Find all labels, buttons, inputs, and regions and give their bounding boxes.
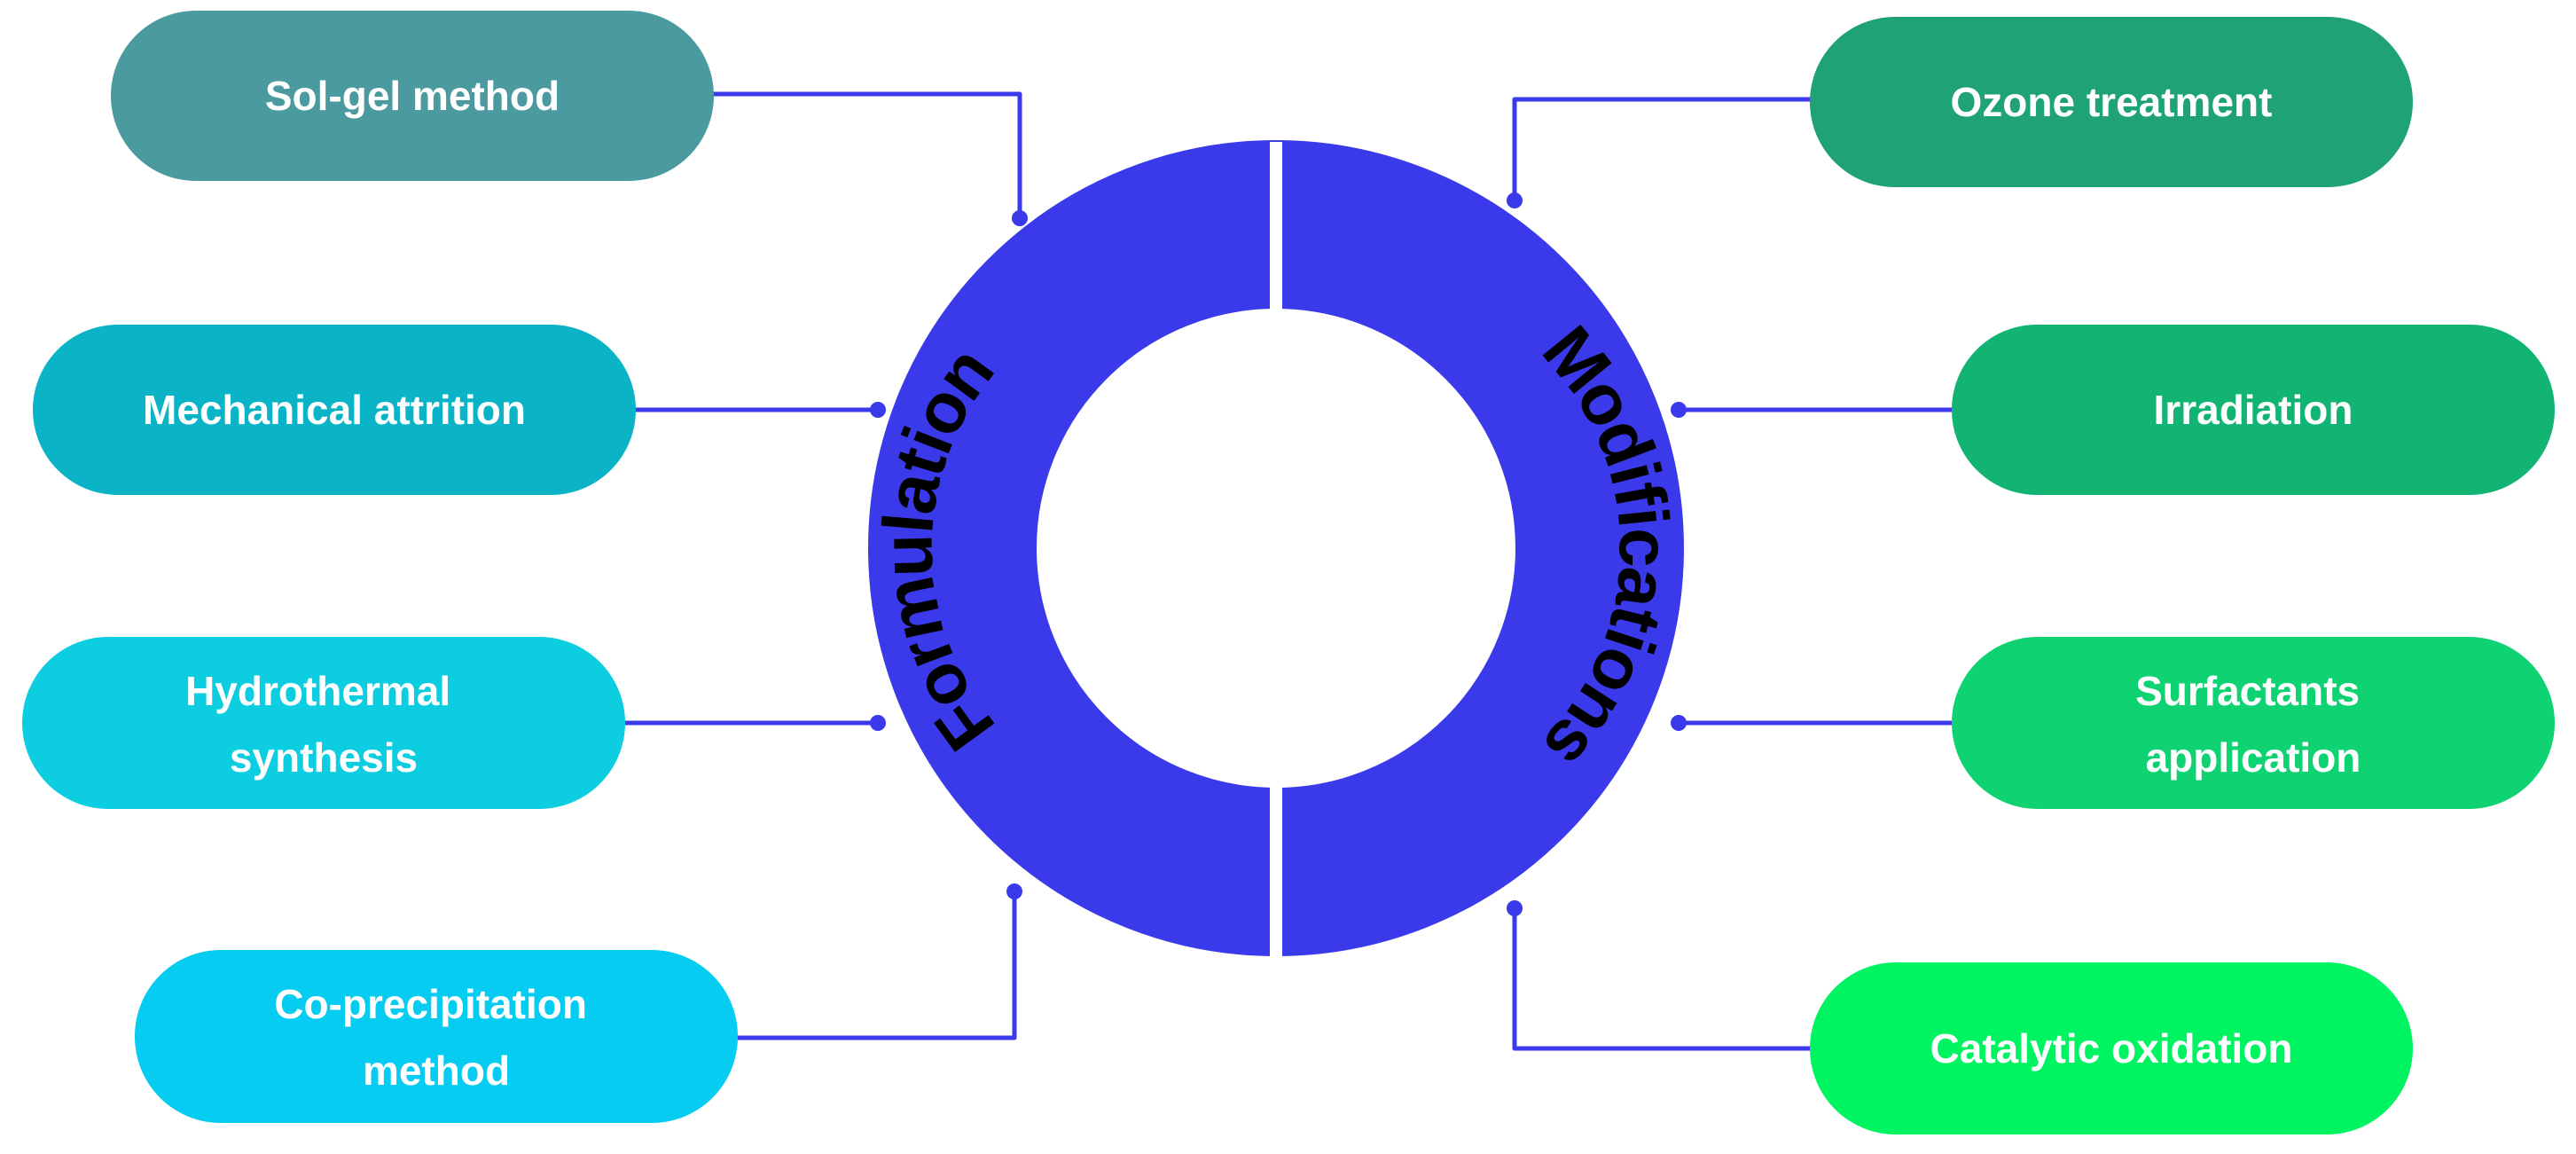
connector-sol-gel (709, 91, 1022, 218)
pill-bg (135, 950, 738, 1123)
pill-bg (111, 11, 714, 181)
ring: Formulation Modifications (867, 140, 1684, 967)
connector-dot-mechanical-attrition (870, 402, 886, 418)
pill-label-line: Sol-gel method (265, 73, 560, 119)
connector-dot-ozone (1507, 192, 1523, 208)
pill-bg (22, 637, 625, 809)
pill-surfactants-application: Surfactants application (1952, 637, 2555, 809)
pill-label-line: method (363, 1048, 510, 1094)
pill-label-line: synthesis (230, 734, 418, 781)
formulation-methods: Sol-gel method Mechanical attrition Hydr… (22, 11, 738, 1123)
pill-label: Co-precipitation method (274, 981, 598, 1094)
pill-label: Surfactants application (2135, 668, 2371, 781)
pill-sol-gel-method: Sol-gel method (111, 11, 714, 181)
connector-dot-hydrothermal (870, 715, 886, 731)
connector-dot-sol-gel (1012, 210, 1028, 226)
modification-methods: Ozone treatment Irradiation Surfactants … (1810, 17, 2555, 1134)
pill-label-line: Surfactants (2135, 668, 2360, 714)
pill-label: Catalytic oxidation (1930, 1025, 2293, 1072)
pill-co-precipitation-method: Co-precipitation method (135, 950, 738, 1123)
pill-label-line: Hydrothermal (185, 668, 450, 714)
connector-dot-co-precipitation (1006, 883, 1022, 899)
pill-bg (33, 325, 636, 495)
pill-catalytic-oxidation: Catalytic oxidation (1810, 962, 2413, 1134)
pill-bg (1810, 17, 2413, 187)
pill-label-line: Catalytic oxidation (1930, 1025, 2293, 1072)
pill-label: Hydrothermal synthesis (185, 668, 462, 781)
pill-irradiation: Irradiation (1952, 325, 2555, 495)
connector-dot-surfactants (1671, 715, 1687, 731)
pill-hydrothermal-synthesis: Hydrothermal synthesis (22, 637, 625, 809)
pill-label-line: application (2146, 734, 2361, 781)
pill-bg (1810, 962, 2413, 1134)
connectors (621, 91, 1955, 1051)
connector-dot-catalytic (1507, 900, 1523, 916)
pill-bg (1952, 325, 2555, 495)
connector-catalytic (1512, 908, 1813, 1051)
pill-bg (1952, 637, 2555, 809)
pill-label: Sol-gel method (265, 73, 560, 119)
connector-dot-irradiation (1671, 402, 1687, 418)
connector-ozone (1512, 97, 1813, 200)
pill-ozone-treatment: Ozone treatment (1810, 17, 2413, 187)
pill-label-line: Irradiation (2154, 387, 2353, 433)
pill-label: Irradiation (2154, 387, 2353, 433)
ring-divider-top (1270, 142, 1282, 324)
pill-label: Mechanical attrition (143, 387, 526, 433)
pill-label-line: Ozone treatment (1951, 79, 2273, 125)
connector-co-precipitation (736, 891, 1017, 1040)
pill-label: Ozone treatment (1951, 79, 2273, 125)
pill-label-line: Co-precipitation (274, 981, 587, 1027)
pill-label-line: Mechanical attrition (143, 387, 526, 433)
pill-mechanical-attrition: Mechanical attrition (33, 325, 636, 495)
ring-divider-bottom (1270, 785, 1282, 967)
